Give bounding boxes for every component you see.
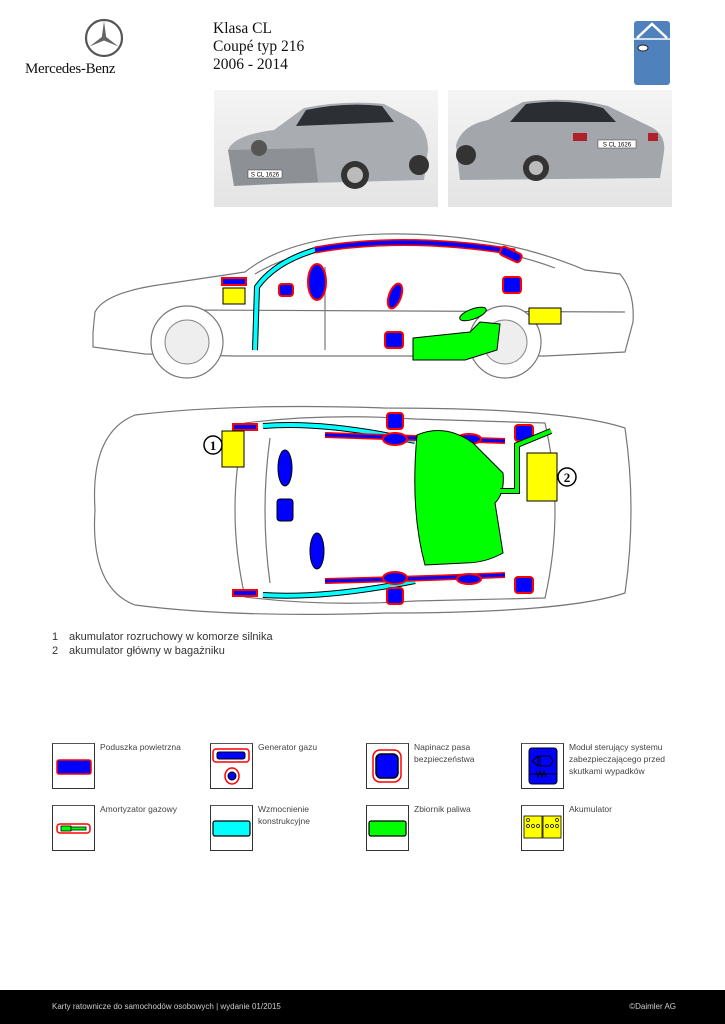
notes-list: 1 akumulator rozruchowy w komorze silnika…	[52, 630, 273, 658]
gas-generator-icon	[210, 743, 253, 789]
title-line-type: Coupé typ 216	[213, 38, 305, 55]
mercedes-star-logo	[84, 18, 124, 63]
note-text: akumulator rozruchowy w komorze silnika	[69, 631, 273, 643]
footer-copyright: ©Daimler AG	[629, 1002, 676, 1011]
title-line-years: 2006 - 2014	[213, 56, 288, 73]
footer-publication: Karty ratownicze do samochodów osobowych…	[52, 1002, 281, 1011]
top-view-diagram: 1 2	[85, 393, 645, 633]
vehicle-title: Klasa CL Coupé typ 216 2006 - 2014	[213, 20, 304, 74]
fuel-tank-icon	[366, 805, 409, 851]
front-plate: S CL 1626	[251, 173, 280, 179]
control-module-icon	[521, 743, 564, 789]
footer: Karty ratownicze do samochodów osobowych…	[0, 990, 725, 1024]
legend-label: Napinacz pasa bezpieczeństwa	[414, 742, 475, 764]
callout-2: 2	[564, 470, 571, 485]
gas-strut-icon	[52, 805, 95, 851]
legend-label: Poduszka powietrzna	[100, 742, 181, 752]
rear-plate: S CL 1626	[603, 143, 632, 149]
note-text: akumulator główny w bagażniku	[69, 645, 225, 657]
title-line-model: Klasa CL	[213, 20, 272, 37]
note-number: 1	[52, 631, 59, 643]
front-photo: S CL 1626	[214, 90, 438, 207]
legend-label: Wzmocnienie konstrukcyjne	[258, 804, 310, 826]
callout-1: 1	[210, 438, 217, 453]
side-view-diagram	[85, 222, 645, 392]
note-item: 1 akumulator rozruchowy w komorze silnika	[52, 630, 273, 644]
rear-photo: S CL 1626	[448, 90, 672, 207]
legend-label: Zbiornik paliwa	[414, 804, 471, 814]
legend-label: Akumulator	[569, 804, 612, 814]
airbag-icon	[52, 743, 95, 789]
legend-label: Amortyzator gazowy	[100, 804, 177, 814]
legend-label: Moduł sterujący systemu zabezpieczająceg…	[569, 742, 665, 776]
battery-icon	[521, 805, 564, 851]
legend-label: Generator gazu	[258, 742, 318, 752]
note-item: 2 akumulator główny w bagażniku	[52, 644, 273, 658]
brand-name: Mercedes-Benz	[25, 61, 116, 77]
belt-tensioner-icon	[366, 743, 409, 789]
reinforcement-icon	[210, 805, 253, 851]
note-number: 2	[52, 645, 59, 657]
door-count-icon	[634, 21, 670, 90]
